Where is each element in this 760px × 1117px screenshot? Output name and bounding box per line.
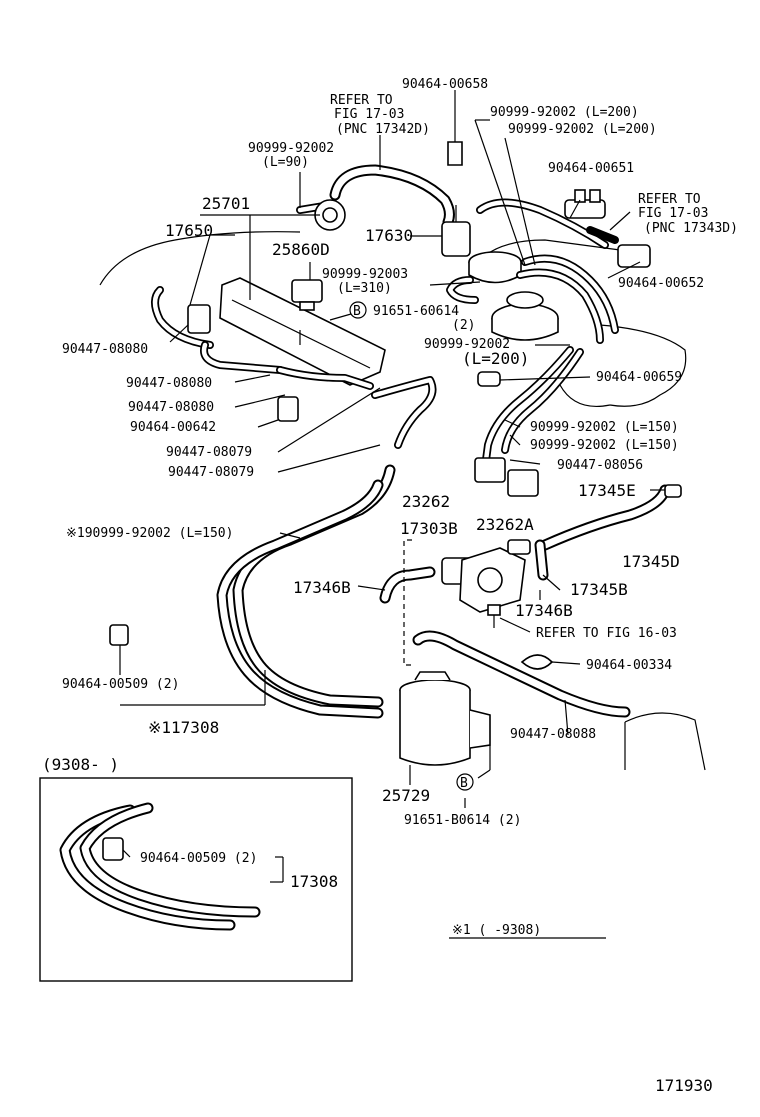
b-marker-text-1: B — [353, 304, 361, 319]
label-17346b-b: 17346B — [515, 601, 573, 620]
label-90999-l200-b: 90999-92002 (L=200) — [508, 122, 657, 137]
vsv-bracket — [219, 277, 386, 386]
label-90447-08079-b: 90447-08079 — [168, 465, 254, 480]
vsv-17630 — [441, 205, 471, 257]
label-90447-08080-b: 90447-08080 — [126, 376, 212, 391]
clamps-90464-00659 — [477, 371, 501, 387]
label-17303b: 17303B — [400, 519, 458, 538]
label-17345d: 17345D — [622, 552, 680, 571]
vacuum-tank-lower — [491, 291, 559, 341]
b-marker-circle-1 — [349, 301, 367, 319]
canister-25729 — [399, 671, 491, 766]
label-90464-00509-b: 90464-00509 (2) — [140, 851, 257, 866]
label-refer-17-03-b-line1: REFER TO — [638, 192, 701, 207]
label-90464-00334: 90464-00334 — [586, 658, 672, 673]
label-23262a: 23262A — [476, 515, 534, 534]
label-17308: 17308 — [290, 872, 338, 891]
label-17345b: 17345B — [570, 580, 628, 599]
figure-number: 171930 — [655, 1076, 713, 1095]
label-90999-l90-line1: 90999-92002 — [248, 141, 334, 156]
sensor-25860d — [291, 279, 323, 311]
label-90999-l200c-line2: (L=200) — [462, 349, 529, 368]
hoses — [59, 164, 671, 931]
label-90447-08079-a: 90447-08079 — [166, 445, 252, 460]
label-90464-00658: 90464-00658 — [402, 77, 488, 92]
label-117308: ※117308 — [148, 718, 219, 737]
label-refer-17-03-a-line1: REFER TO — [330, 93, 393, 108]
leader-lines — [119, 90, 665, 939]
label-90464-00642: 90464-00642 — [130, 420, 216, 435]
vacuum-tank-upper — [468, 251, 522, 284]
label-90999-l150-a: 90999-92002 (L=150) — [530, 420, 679, 435]
label-9308-range: (9308- ) — [42, 755, 119, 774]
label-90999-l200-a: 90999-92002 (L=200) — [490, 105, 639, 120]
label-90999-l150-b: 90999-92002 (L=150) — [530, 438, 679, 453]
label-refer-fig-16-03: REFER TO FIG 16-03 — [536, 626, 677, 641]
label-note-9308: ※1 ( -9308) — [452, 923, 541, 938]
label-17630: 17630 — [365, 226, 413, 245]
label-90999-l200c-line1: 90999-92002 — [424, 337, 510, 352]
label-25729: 25729 — [382, 786, 430, 805]
throttle-body-17303b — [441, 539, 531, 613]
valve-23262 — [474, 457, 539, 497]
label-90464-00651: 90464-00651 — [548, 161, 634, 176]
label-refer-17-03-a-line3: (PNC 17342D) — [336, 122, 430, 137]
inset-box — [39, 777, 353, 982]
label-note-190999: ※190999-92002 (L=150) — [66, 526, 233, 541]
label-refer-17-03-b-line3: (PNC 17343D) — [644, 221, 738, 236]
label-91651-60614: 91651-60614 — [373, 304, 459, 319]
label-90464-00659: 90464-00659 — [596, 370, 682, 385]
clips-90464-00652 — [617, 244, 651, 268]
label-refer-17-03-b-line2: FIG 17-03 — [638, 206, 708, 221]
label-25701: 25701 — [202, 194, 250, 213]
inset-clamp-90464-00509 — [102, 837, 124, 861]
label-90447-08088: 90447-08088 — [510, 727, 596, 742]
part-labels: 90464-00658 REFER TO FIG 17-03 (PNC 1734… — [42, 77, 738, 1095]
label-90447-08080-c: 90447-08080 — [128, 400, 214, 415]
label-17346b-a: 17346B — [293, 578, 351, 597]
clamp-90464-00509 — [109, 624, 129, 646]
label-91651-b0614: 91651-B0614 (2) — [404, 813, 521, 828]
label-23262: 23262 — [402, 492, 450, 511]
bolt-refer-16-03 — [487, 604, 501, 628]
label-17650: 17650 — [165, 221, 213, 240]
clamp-90464-00642 — [277, 396, 299, 422]
label-17345e: 17345E — [578, 481, 636, 500]
b-marker-text-2: B — [460, 776, 468, 791]
label-90464-00652: 90464-00652 — [618, 276, 704, 291]
b-marker-circle-2 — [456, 773, 474, 791]
label-90999-l90-line2: (L=90) — [262, 155, 309, 170]
label-25860d: 25860D — [272, 240, 330, 259]
label-90447-08080-a: 90447-08080 — [62, 342, 148, 357]
clip-17345e — [664, 484, 682, 498]
label-90464-00509-a: 90464-00509 (2) — [62, 677, 179, 692]
label-90999-l310-line1: 90999-92003 — [322, 267, 408, 282]
label-90999-l310-line2: (L=310) — [337, 281, 392, 296]
label-91651-60614-qty: (2) — [452, 318, 475, 333]
clip-90464-00334 — [520, 654, 554, 670]
clamp-90464-00658 — [447, 141, 463, 166]
label-90447-08056: 90447-08056 — [557, 458, 643, 473]
clips-90464-00651 — [564, 189, 606, 219]
valve-17650 — [187, 304, 211, 334]
label-refer-17-03-a-line2: FIG 17-03 — [334, 107, 404, 122]
